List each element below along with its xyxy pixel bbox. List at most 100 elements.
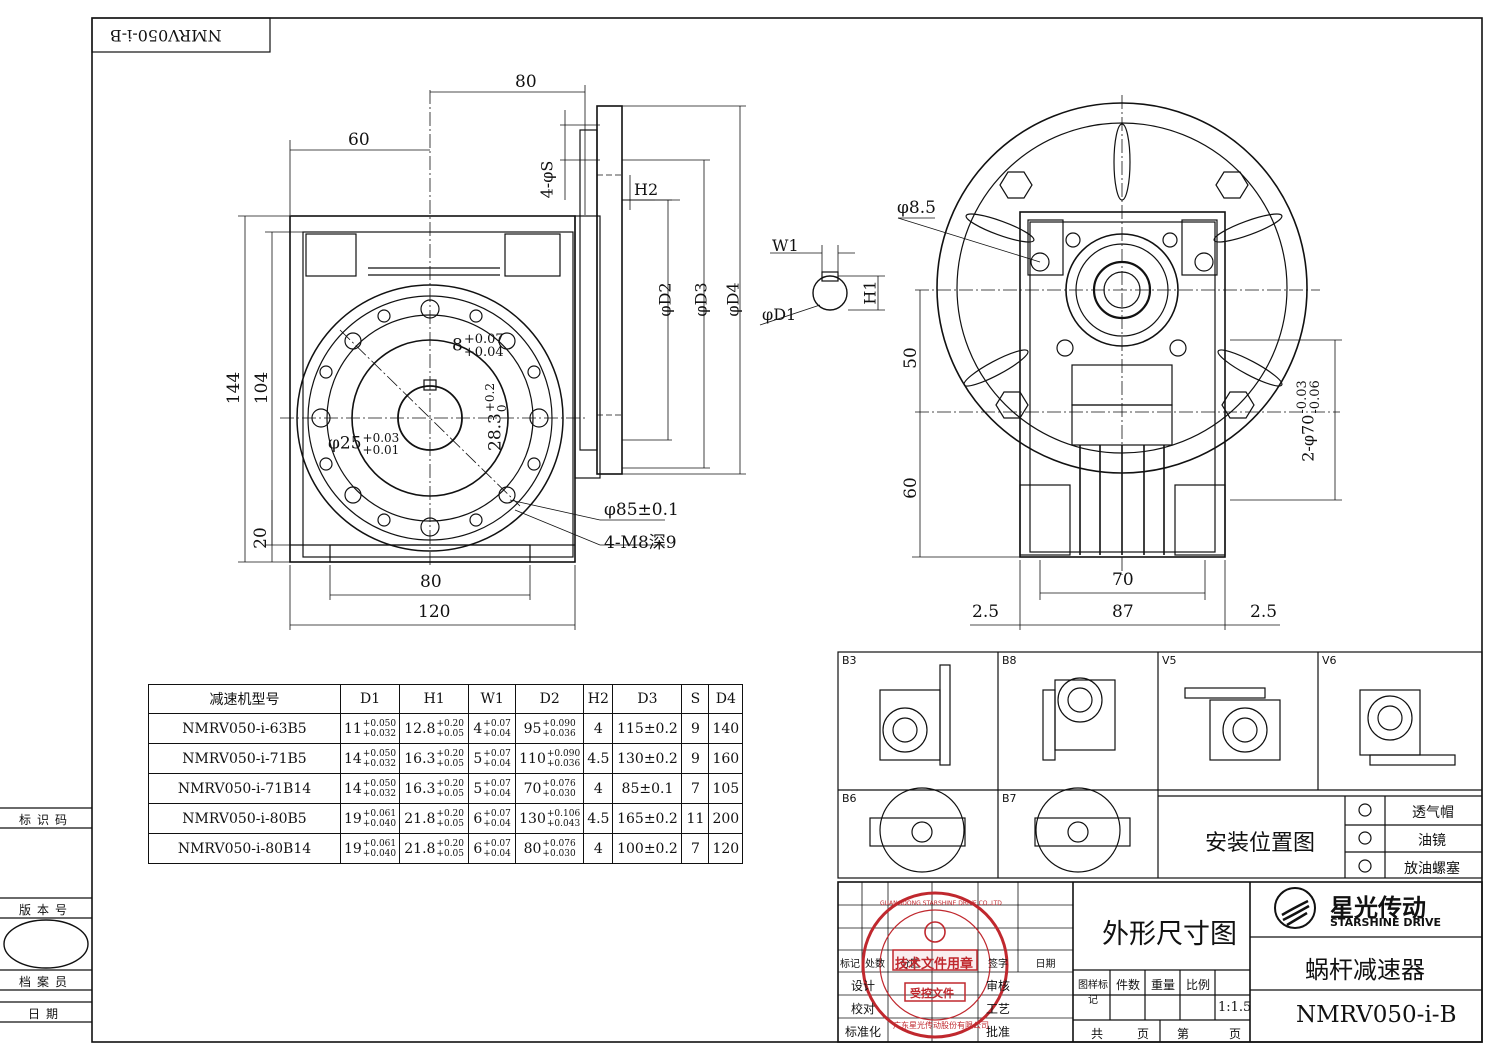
tol-upper: +0.07 [483,748,511,759]
flange-view [560,105,746,475]
dim-104: 104 [252,371,273,405]
spec-value: 85±0.1 [621,780,674,797]
tol-lower: +0.04 [483,728,511,739]
spec-header: H1 [399,684,470,714]
spec-value: 14 [344,750,362,767]
shoulder-main: 2-φ70 [1298,414,1318,462]
label-process: 工艺 [985,1002,1010,1016]
spec-value: NMRV050-i-71B14 [177,780,312,797]
spec-header: 减速机型号 [148,684,341,714]
spec-value: 130±0.2 [617,750,678,767]
margin-date: 日期 [27,1007,64,1021]
label-design: 设计 [850,979,875,993]
spec-value: NMRV050-i-71B5 [182,750,307,767]
pos-v5: V5 [1162,654,1177,667]
spec-value: 105 [712,780,740,797]
pos-b8: B8 [1002,654,1017,667]
shaft-h1: H1 [860,280,880,305]
legend-breather: 透气帽 [1412,805,1454,821]
spec-value: 95 [523,720,542,737]
spec-cell-model: NMRV050-i-80B14 [148,833,341,864]
spec-header: D3 [612,684,683,714]
thumb-v5 [1184,687,1281,761]
tol-lower: +0.05 [436,788,465,799]
spec-cell-w1: 6+0.07+0.04 [468,803,517,834]
spec-cell-h1: 16.3+0.20+0.05 [399,773,470,804]
legend-sight-glass: 油镜 [1418,833,1446,849]
spec-value: 16.3 [404,780,436,797]
spec-tolerance: +0.07+0.04 [483,839,511,859]
spec-value: 14 [344,780,362,797]
spec-cell-model: NMRV050-i-71B5 [148,743,341,774]
margin-version: 版本号 [18,903,73,917]
shoulder-tol-bottom: -0.06 [1307,380,1323,414]
spec-value: 200 [712,810,740,827]
spec-value: 110 [519,750,546,767]
spec-header: D2 [515,684,585,714]
spec-cell-d3: 165±0.2 [612,803,683,834]
tol-upper: +0.07 [483,718,511,729]
spec-tolerance: +0.07+0.04 [483,809,511,829]
spec-cell-model: NMRV050-i-71B14 [148,773,341,804]
spec-cell-h2: 4 [583,833,614,864]
side-dim-2-5-left: 2.5 [972,602,1000,622]
col-scale: 比例 [1185,978,1210,992]
shaft-d1: φD1 [762,305,797,324]
tol-lower: +0.036 [542,728,576,739]
row-zone: 分区 [900,959,920,970]
spec-cell-s: 7 [681,833,710,864]
shoulder-dim: 2-φ70-0.03-0.06 [1295,380,1323,462]
spec-value: 5 [473,780,483,797]
spec-value: 6 [473,840,483,857]
col-stage-mark: 图样标记 [1078,980,1108,1006]
label-standardize: 标准化 [844,1025,881,1039]
spec-value: 21.8 [404,840,436,857]
tol-lower: +0.040 [362,848,397,859]
spec-cell-d4: 140 [708,713,744,744]
flange-h2: H2 [634,180,659,199]
spec-value: 16.3 [404,750,436,767]
dim-80-top: 80 [515,72,537,92]
tol-lower: +0.032 [362,788,397,799]
tol-lower: +0.040 [362,818,397,829]
spec-cell-h1: 16.3+0.20+0.05 [399,743,470,774]
label-check: 校对 [850,1002,875,1016]
spec-cell-h2: 4.5 [583,743,614,774]
spec-cell-d3: 130±0.2 [612,743,683,774]
pos-v6: V6 [1322,654,1337,667]
keyway-tol-bottom: +0.04 [463,345,504,360]
label-review: 审核 [985,979,1010,993]
spec-value: 4.5 [587,810,610,827]
spec-value: 7 [690,780,700,797]
side-dim-70: 70 [1112,570,1134,590]
tol-upper: +0.050 [362,748,397,759]
spec-tolerance: +0.07+0.04 [483,749,511,769]
spec-tolerance: +0.07+0.04 [483,779,511,799]
tol-upper: +0.20 [436,838,465,849]
spec-tolerance: +0.106+0.043 [547,809,580,829]
spec-header: H2 [583,684,614,714]
spec-tolerance: +0.050+0.032 [363,749,396,769]
spec-cell-d2: 80+0.076+0.030 [515,833,585,864]
spec-cell-h1: 12.8+0.20+0.05 [399,713,470,744]
spec-cell-s: 9 [681,713,710,744]
shaft-detail [759,245,885,326]
spec-cell-d4: 200 [708,803,744,834]
drawing-code-box [91,17,271,53]
spec-value: 100±0.2 [617,840,678,857]
spec-cell-h2: 4 [583,773,614,804]
pcd-label: φ85±0.1 [604,500,679,520]
spec-tolerance: +0.050+0.032 [363,779,396,799]
spec-cell-d2: 110+0.090+0.036 [515,743,585,774]
spec-tolerance: +0.076+0.030 [542,839,575,859]
tol-lower: +0.04 [483,788,511,799]
dim-20: 20 [250,527,271,549]
spec-value: 6 [473,810,483,827]
footer-sheet: 第 [1176,1027,1189,1041]
left-margin [0,807,92,1023]
